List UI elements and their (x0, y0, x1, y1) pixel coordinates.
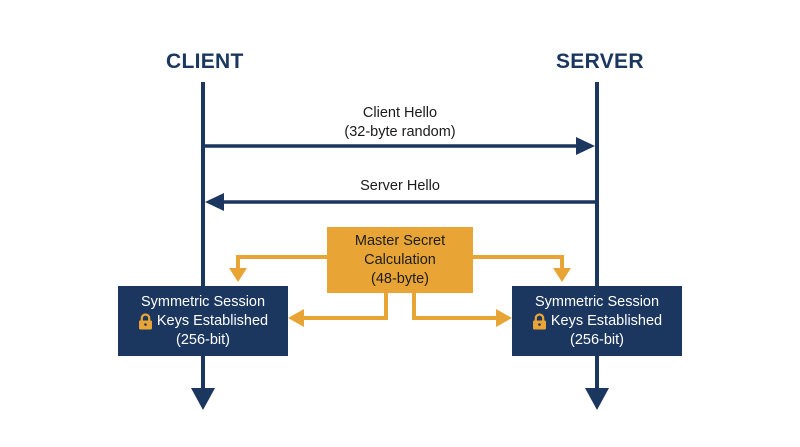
client-keys-line1: Symmetric Session (140, 293, 266, 310)
client-keys-line2: Keys Established (156, 312, 269, 329)
master-secret-line3: (48-byte) (370, 270, 430, 287)
server-hello-title: Server Hello (360, 178, 440, 194)
master-secret-box: Master Secret Calculation (48-byte) (327, 227, 473, 293)
client-keys-box: Symmetric Session Keys Established (256-… (118, 286, 288, 356)
master-to-client-top-connector (236, 255, 327, 270)
master-to-client-bottom-arrowhead (288, 309, 304, 327)
master-to-client-top-arrowhead (229, 268, 247, 282)
server-keys-line2: Keys Established (550, 312, 663, 329)
server-hello-arrowhead (205, 193, 224, 211)
client-lifeline-arrowhead (191, 388, 215, 410)
master-to-server-bottom-connector (412, 293, 498, 320)
server-keys-box: Symmetric Session Keys Established (256-… (512, 286, 682, 356)
lock-icon (138, 312, 152, 329)
server-keys-line1: Symmetric Session (534, 293, 660, 310)
server-keys-line2-row: Keys Established (532, 312, 662, 331)
client-hello-title: Client Hello (362, 105, 438, 121)
server-hello-label: Server Hello (250, 177, 550, 196)
master-to-server-bottom-arrowhead (496, 309, 512, 327)
master-secret-line2: Calculation (364, 251, 436, 268)
master-secret-box-bg (327, 227, 473, 293)
client-title: CLIENT (166, 50, 244, 73)
client-hello-arrowhead (576, 137, 595, 155)
lock-icon (532, 312, 546, 329)
client-hello-label: Client Hello (32-byte random) (250, 104, 550, 142)
master-secret-line1: Master Secret (354, 232, 446, 249)
server-lifeline-arrowhead (585, 388, 609, 410)
client-keys-line2-row: Keys Established (138, 312, 268, 331)
master-to-server-top-connector (473, 255, 564, 270)
server-title: SERVER (556, 50, 644, 73)
master-to-server-top-arrowhead (553, 268, 571, 282)
client-keys-line3: (256-bit) (176, 331, 230, 348)
client-hello-detail: (32-byte random) (344, 124, 456, 140)
server-keys-line3: (256-bit) (570, 331, 624, 348)
master-to-client-bottom-connector (302, 293, 388, 320)
